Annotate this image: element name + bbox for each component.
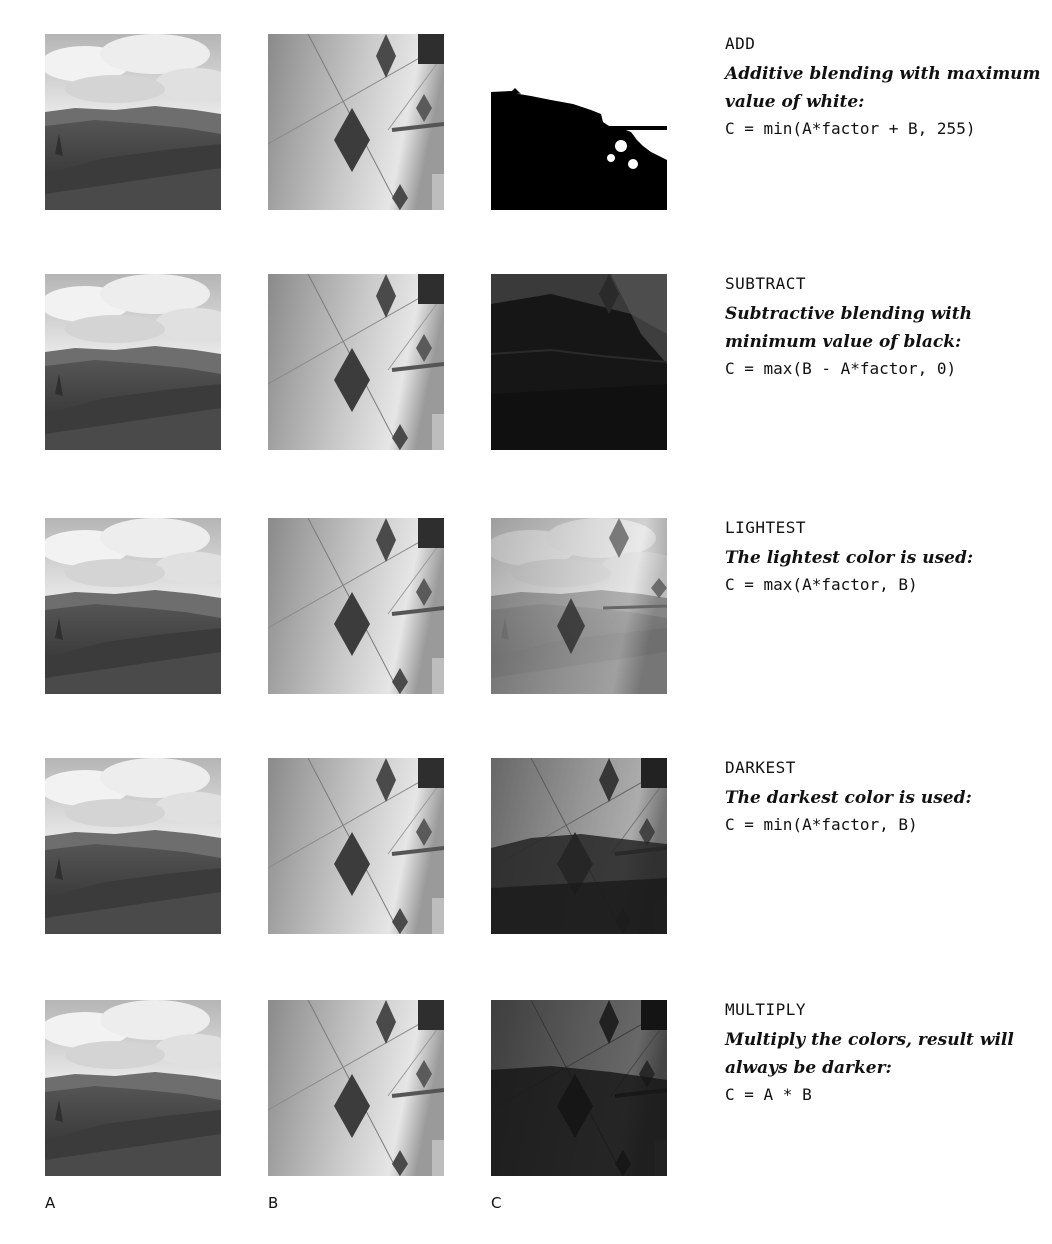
blend-formula: C = max(B - A*factor, 0) bbox=[725, 359, 957, 378]
blend-row-lightest: LIGHTEST The lightest color is used: C =… bbox=[0, 518, 1052, 694]
blend-formula: C = max(A*factor, B) bbox=[725, 575, 918, 594]
column-label-c: C bbox=[491, 1194, 502, 1212]
blend-mode-name: DARKEST bbox=[725, 758, 796, 777]
blend-mode-name: MULTIPLY bbox=[725, 1000, 807, 1019]
blend-description: LIGHTEST The lightest color is used: C =… bbox=[725, 518, 1045, 598]
column-label-b: B bbox=[268, 1194, 279, 1212]
column-label-a: A bbox=[45, 1194, 56, 1212]
wall-image-b bbox=[268, 518, 444, 694]
blend-explanation: Subtractive blending with minimum value … bbox=[725, 304, 972, 352]
result-image-add bbox=[491, 34, 667, 210]
blend-mode-name: ADD bbox=[725, 34, 756, 53]
blend-formula: C = A * B bbox=[725, 1085, 812, 1104]
blend-description: SUBTRACT Subtractive blending with minim… bbox=[725, 274, 1045, 382]
blend-description: MULTIPLY Multiply the colors, result wil… bbox=[725, 1000, 1045, 1108]
blend-mode-name: SUBTRACT bbox=[725, 274, 807, 293]
blend-explanation: Multiply the colors, result will always … bbox=[725, 1030, 1014, 1078]
wall-image-b bbox=[268, 274, 444, 450]
landscape-image-a bbox=[45, 274, 221, 450]
landscape-image-a bbox=[45, 518, 221, 694]
blend-explanation: Additive blending with maximum value of … bbox=[725, 64, 1041, 112]
blend-explanation: The lightest color is used: bbox=[725, 548, 974, 568]
landscape-image-a bbox=[45, 1000, 221, 1176]
landscape-image-a bbox=[45, 34, 221, 210]
blend-formula: C = min(A*factor, B) bbox=[725, 815, 918, 834]
blend-description: DARKEST The darkest color is used: C = m… bbox=[725, 758, 1045, 838]
blend-description: ADD Additive blending with maximum value… bbox=[725, 34, 1045, 142]
blend-row-multiply: MULTIPLY Multiply the colors, result wil… bbox=[0, 1000, 1052, 1176]
result-image-subtract bbox=[491, 274, 667, 450]
blend-row-add: ADD Additive blending with maximum value… bbox=[0, 34, 1052, 210]
wall-image-b bbox=[268, 1000, 444, 1176]
blend-explanation: The darkest color is used: bbox=[725, 788, 972, 808]
wall-image-b bbox=[268, 34, 444, 210]
blend-row-subtract: SUBTRACT Subtractive blending with minim… bbox=[0, 274, 1052, 450]
result-image-lightest bbox=[491, 518, 667, 694]
blend-mode-name: LIGHTEST bbox=[725, 518, 807, 537]
result-image-darkest bbox=[491, 758, 667, 934]
wall-image-b bbox=[268, 758, 444, 934]
result-image-multiply bbox=[491, 1000, 667, 1176]
blend-row-darkest: DARKEST The darkest color is used: C = m… bbox=[0, 758, 1052, 934]
blend-formula: C = min(A*factor + B, 255) bbox=[725, 119, 976, 138]
landscape-image-a bbox=[45, 758, 221, 934]
